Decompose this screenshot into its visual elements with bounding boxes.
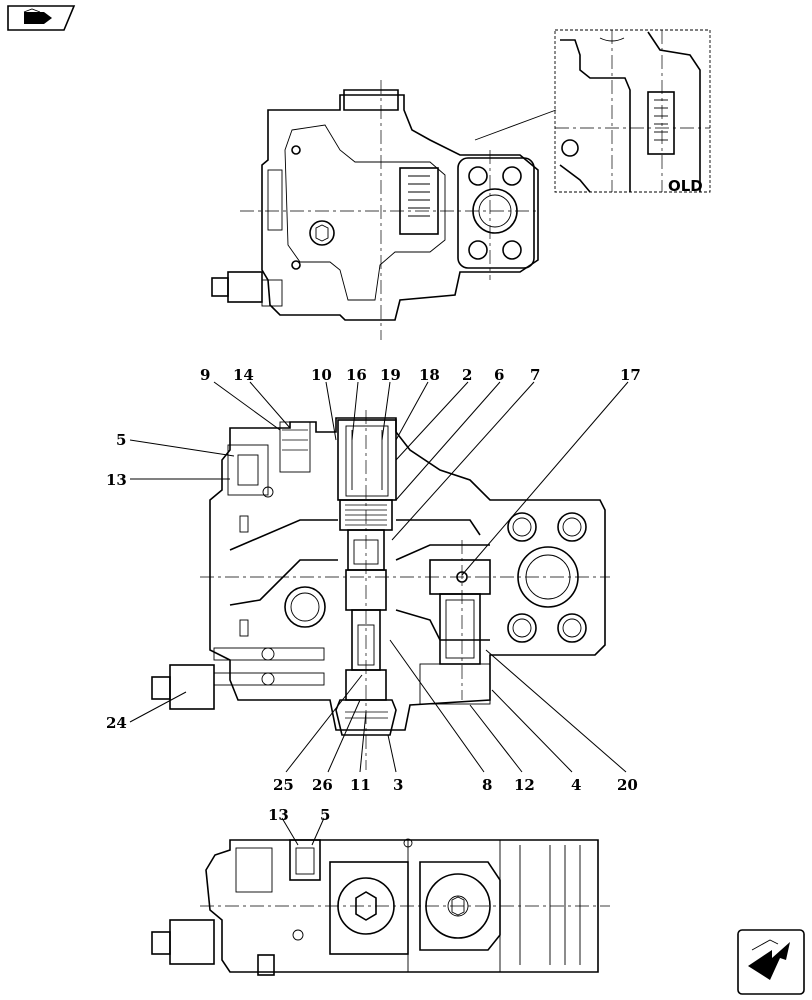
callout-5: 5 [116,431,126,449]
callout-4: 4 [571,776,581,794]
old-version-inset: OLD [554,29,711,195]
callout-9: 9 [200,366,210,384]
callout-14: 14 [233,366,254,384]
top-view-drawing [211,80,557,340]
bottom-callout-13: 13 [268,806,289,824]
next-page-arrow-icon[interactable] [737,929,805,995]
bottom-callout-5: 5 [320,806,330,824]
callout-17: 17 [620,366,641,384]
book-arrow-icon[interactable] [7,5,76,31]
callout-19: 19 [380,366,401,384]
inset-old-label: OLD [668,177,703,195]
callout-8: 8 [482,776,492,794]
callout-16: 16 [346,366,367,384]
callout-26: 26 [312,776,333,794]
callout-3: 3 [393,776,403,794]
callout-25: 25 [273,776,294,794]
callout-2: 2 [462,366,472,384]
callout-12: 12 [514,776,535,794]
callout-leaders [129,381,629,773]
bottom-view-drawing [151,817,610,976]
callout-11: 11 [350,776,371,794]
callout-18: 18 [419,366,440,384]
section-view-drawing [151,410,610,770]
callout-13: 13 [106,471,127,489]
callout-24: 24 [106,714,127,732]
callout-10: 10 [311,366,332,384]
callout-7: 7 [530,366,540,384]
callout-20: 20 [617,776,638,794]
callout-labels: 9 14 10 16 19 18 2 6 7 17 5 13 24 25 26 … [106,366,641,794]
callout-6: 6 [494,366,504,384]
